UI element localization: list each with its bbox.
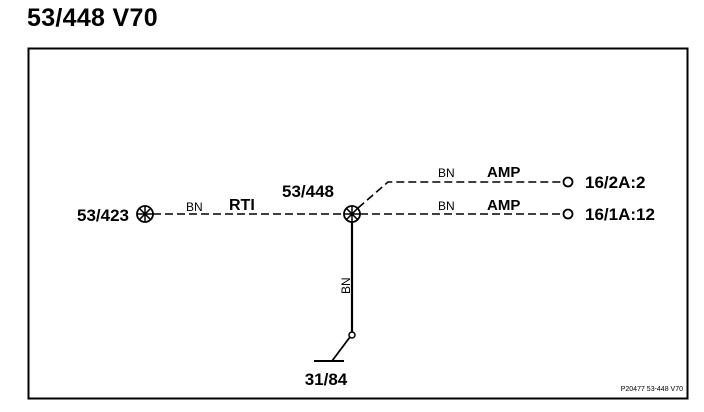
wire-mid-right-signal: AMP [487, 197, 520, 214]
label-53-423: 53/423 [77, 206, 129, 225]
splice-point-icon [348, 331, 356, 339]
diagram-frame [27, 47, 689, 400]
wire-mid-right-color: BN [438, 199, 455, 213]
terminal-16-2a-2-icon [562, 176, 574, 188]
wire-top-right-color: BN [438, 166, 455, 180]
page-title: 53/448 V70 [27, 4, 158, 32]
wire-down-color: BN [339, 277, 353, 294]
ground-icon [314, 336, 351, 362]
label-53-448: 53/448 [282, 182, 334, 201]
wire-top-right-signal: AMP [487, 164, 520, 181]
wire-top-right-dashed [357, 181, 563, 209]
reference-code: P20477 53-448 V70 [621, 386, 683, 393]
junction-53-448-icon [343, 205, 361, 223]
label-16-2a-2: 16/2A:2 [585, 173, 645, 192]
terminal-16-1a-12-icon [562, 208, 574, 220]
wire-left-signal: RTI [229, 197, 255, 214]
label-16-1a-12: 16/1A:12 [585, 205, 655, 224]
connector-53-423-icon [136, 205, 154, 223]
label-31-84: 31/84 [305, 370, 348, 389]
wire-left-color: BN [186, 200, 203, 214]
